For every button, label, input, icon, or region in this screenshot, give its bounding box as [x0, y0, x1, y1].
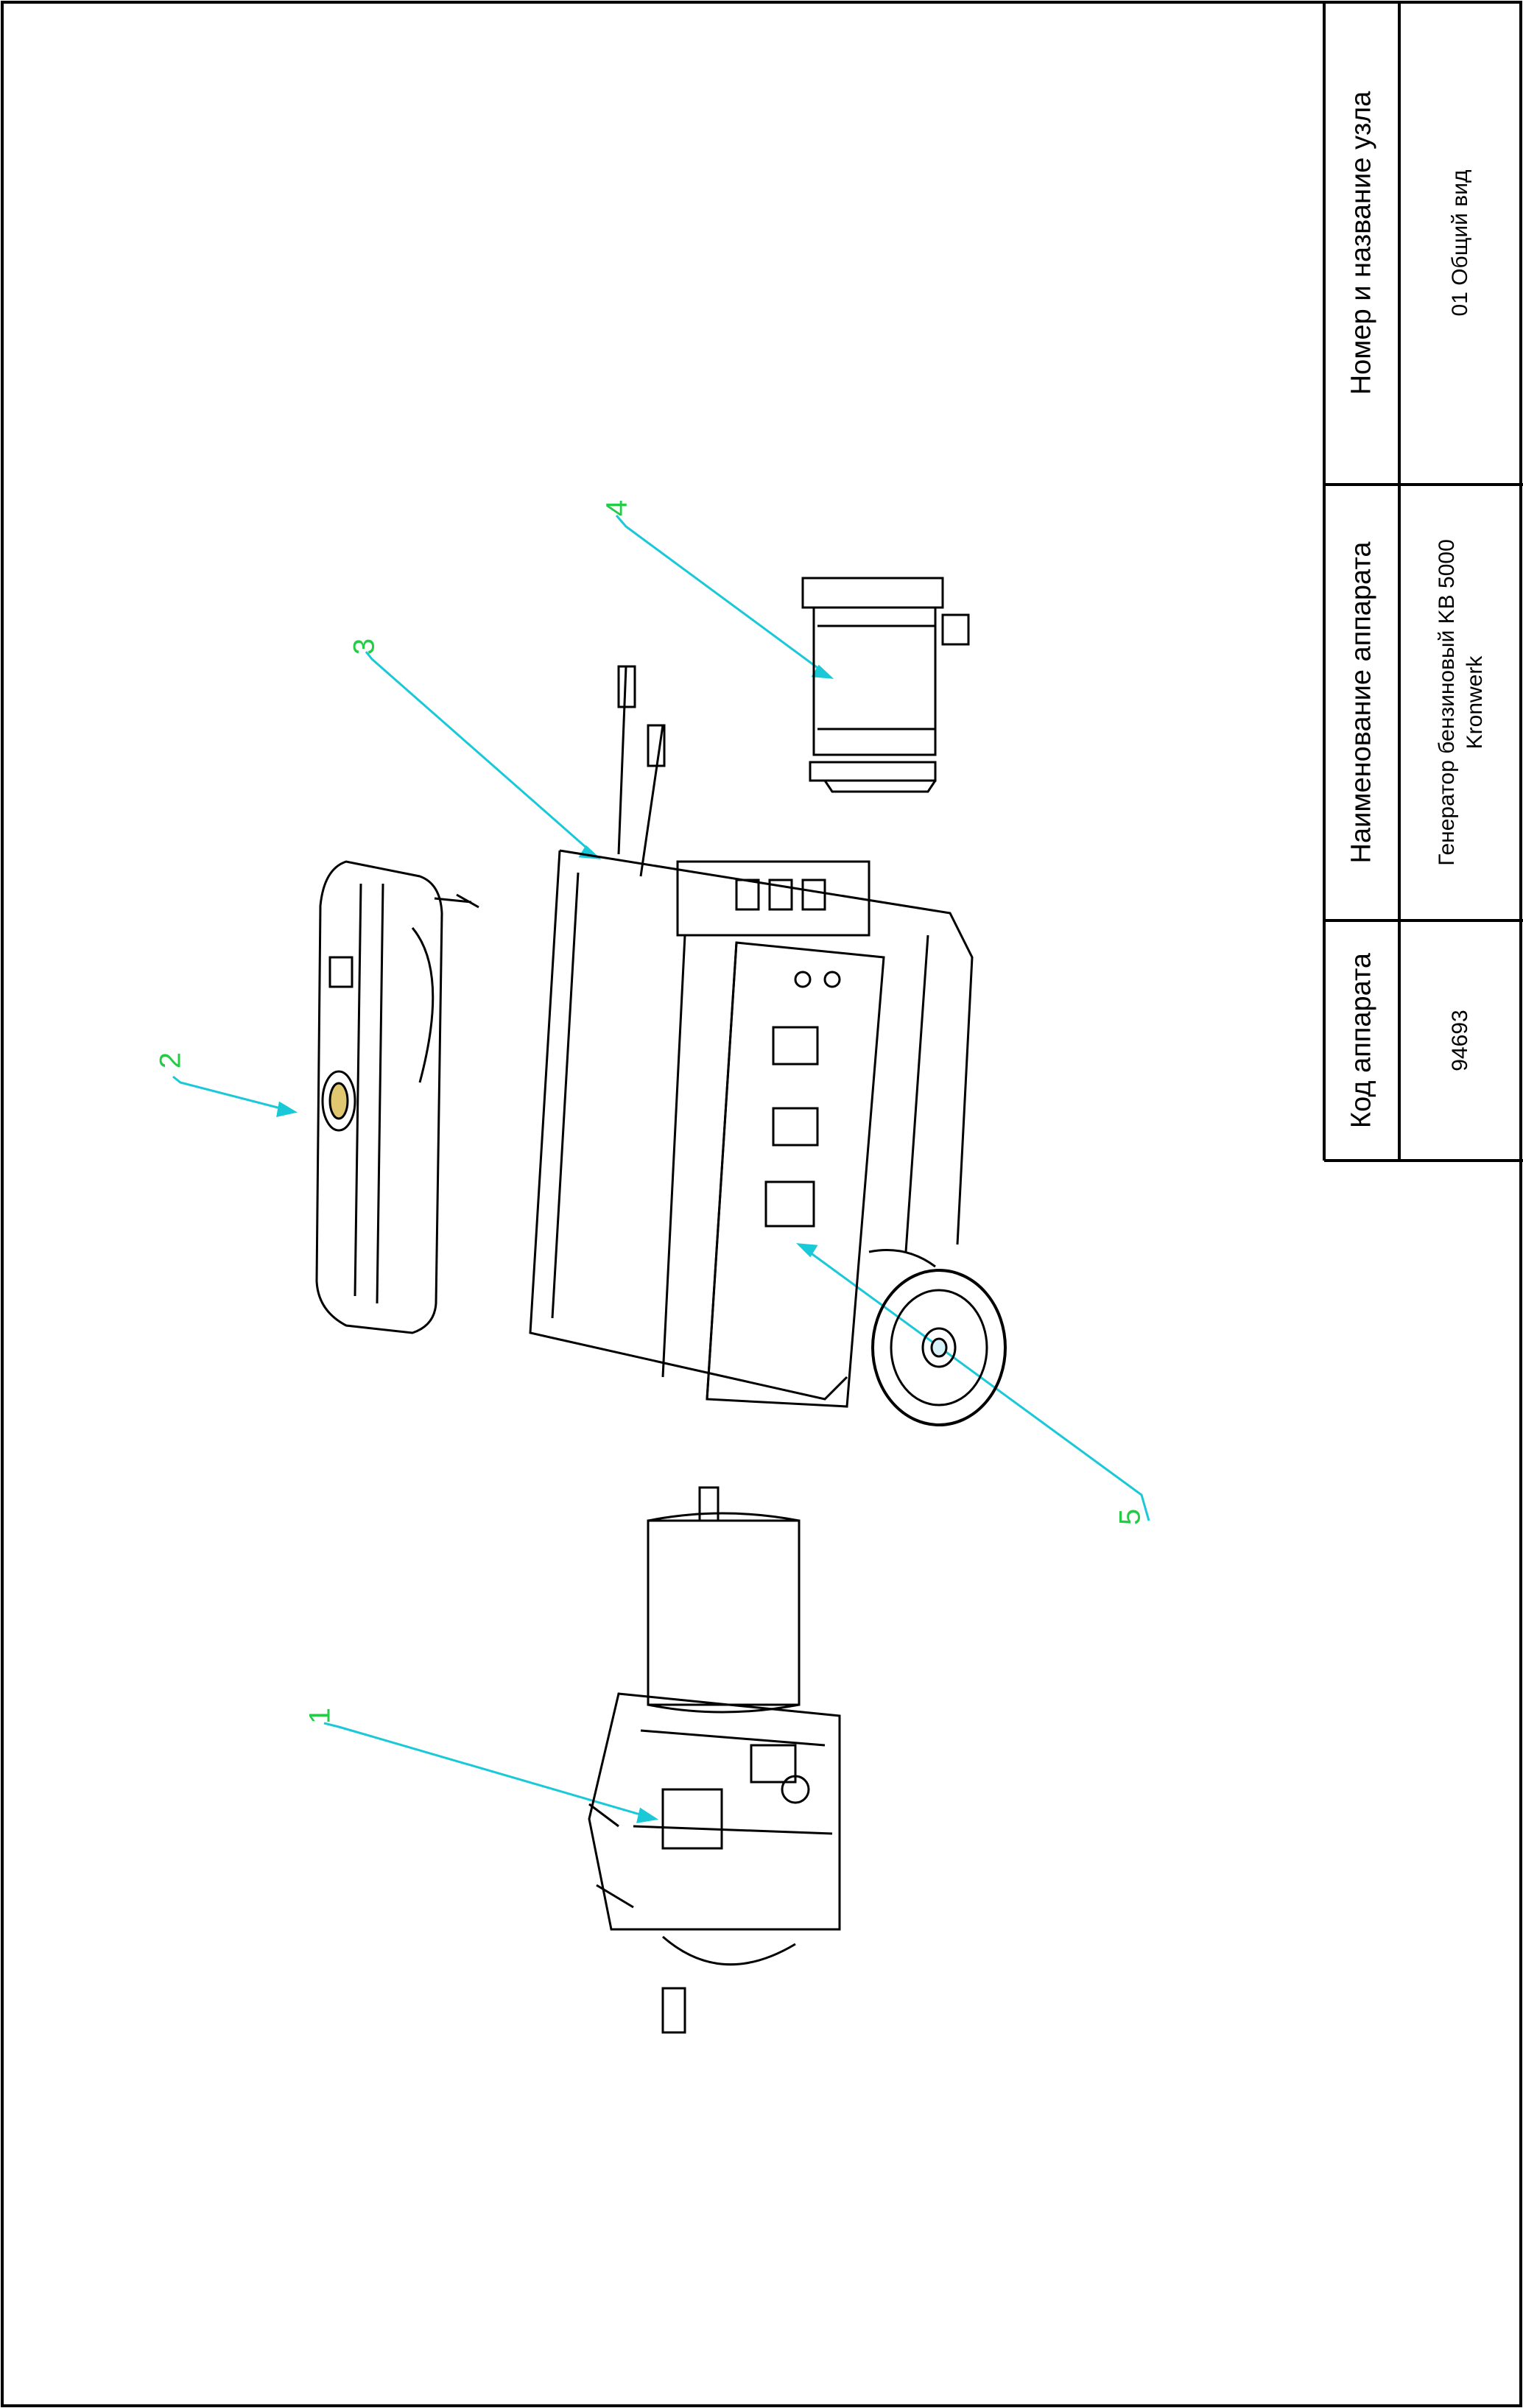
unit-value: 01 Общий вид — [1448, 169, 1472, 317]
callout-2: 2 — [154, 1052, 187, 1069]
callout-1: 1 — [303, 1707, 337, 1725]
callout-4: 4 — [600, 499, 633, 517]
engine-part — [588, 1486, 841, 2034]
alternator-part — [801, 577, 970, 793]
unit-header: Номер и название узла — [1346, 91, 1377, 395]
name-value-line2: Kronwerk — [1463, 655, 1487, 750]
name-value-line1: Генератор бензиновый KB 5000 — [1435, 539, 1459, 866]
frame-part — [529, 665, 1007, 1426]
code-value: 94693 — [1448, 1010, 1472, 1071]
leader-lines — [172, 515, 1150, 1823]
callout-3: 3 — [348, 638, 381, 655]
callout-5: 5 — [1114, 1508, 1147, 1526]
title-block-grid — [1323, 2, 1523, 1162]
name-value: Генератор бензиновый KB 5000 Kronwerk — [1433, 539, 1489, 866]
fuel-tank-part — [315, 860, 479, 1334]
name-header: Наименование аппарата — [1346, 541, 1377, 864]
code-header: Код аппарата — [1346, 952, 1377, 1129]
